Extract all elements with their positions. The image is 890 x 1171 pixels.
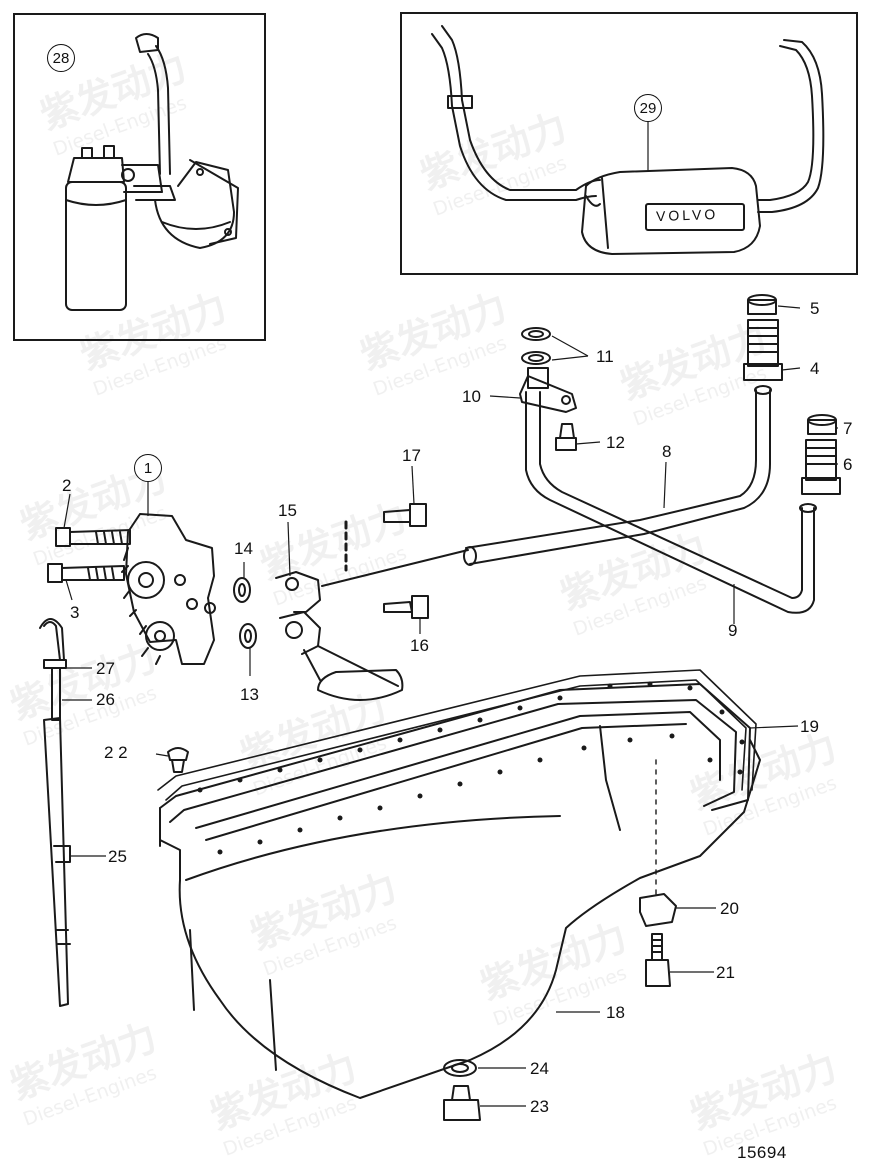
callout-16: 16 — [410, 636, 429, 655]
callout-21: 21 — [716, 963, 735, 982]
dipstick-25 — [39, 618, 71, 1007]
callout-23: 23 — [530, 1097, 549, 1116]
oil-pipe-9 — [525, 391, 817, 614]
callout-6: 6 — [843, 455, 853, 474]
adapter-6 — [801, 439, 841, 495]
callout-10: 10 — [462, 387, 481, 406]
nut-20 — [639, 893, 677, 927]
leader-lines — [62, 122, 838, 1107]
gasket-19 — [157, 669, 757, 801]
callout-9: 9 — [728, 621, 738, 640]
callout-12: 12 — [606, 433, 625, 452]
oil-cooler-assembly-29 — [431, 25, 825, 255]
washer-24 — [443, 1059, 477, 1077]
callout-1: 1 — [134, 454, 162, 482]
callout-18: 18 — [606, 1003, 625, 1022]
callout-25: 25 — [108, 847, 127, 866]
plug-22 — [167, 747, 189, 761]
oil-pan-18 — [159, 683, 761, 1099]
bolt-2 — [55, 527, 131, 547]
callout-7: 7 — [843, 419, 853, 438]
bolt-21 — [645, 933, 671, 987]
callout-22: 2 2 — [104, 743, 128, 762]
drawing-number: 15694 — [737, 1143, 787, 1162]
bolt-17 — [383, 503, 427, 527]
bolt-16 — [383, 595, 429, 619]
callout-17: 17 — [402, 446, 421, 465]
washer-14 — [233, 577, 251, 603]
callout-19: 19 — [800, 717, 819, 736]
washer-13 — [239, 623, 257, 649]
callout-11: 11 — [596, 347, 614, 366]
suction-pipe-15 — [275, 549, 469, 701]
callout-8: 8 — [662, 442, 672, 461]
callout-13: 13 — [240, 685, 259, 704]
callout-26: 26 — [96, 690, 115, 709]
callout-5: 5 — [810, 299, 820, 318]
inset-box-28 — [13, 13, 266, 341]
callout-3: 3 — [70, 603, 80, 622]
callout-29: 29 — [634, 94, 662, 122]
callout-27: 27 — [96, 659, 115, 678]
oil-pipe-8 — [463, 385, 772, 566]
callout-28: 28 — [47, 44, 75, 72]
inset-box-29 — [400, 12, 858, 275]
bolt-3 — [47, 563, 125, 583]
cap-5 — [747, 294, 777, 315]
washer-11 — [521, 327, 551, 341]
drain-plug-23 — [443, 1085, 481, 1121]
callout-2: 2 — [62, 476, 72, 495]
callout-15: 15 — [278, 501, 297, 520]
cap-7 — [807, 414, 837, 435]
oil-filter-assembly-28 — [65, 33, 239, 311]
cooler-logo-text: VOLVO — [655, 205, 719, 225]
callout-24: 24 — [530, 1059, 549, 1078]
pan-bolt-holes — [197, 681, 745, 855]
callout-4: 4 — [810, 359, 820, 378]
adapter-4 — [743, 319, 783, 381]
callout-20: 20 — [720, 899, 739, 918]
callout-14: 14 — [234, 539, 253, 558]
oil-pump-1 — [121, 513, 216, 665]
bolt-12 — [559, 423, 575, 439]
